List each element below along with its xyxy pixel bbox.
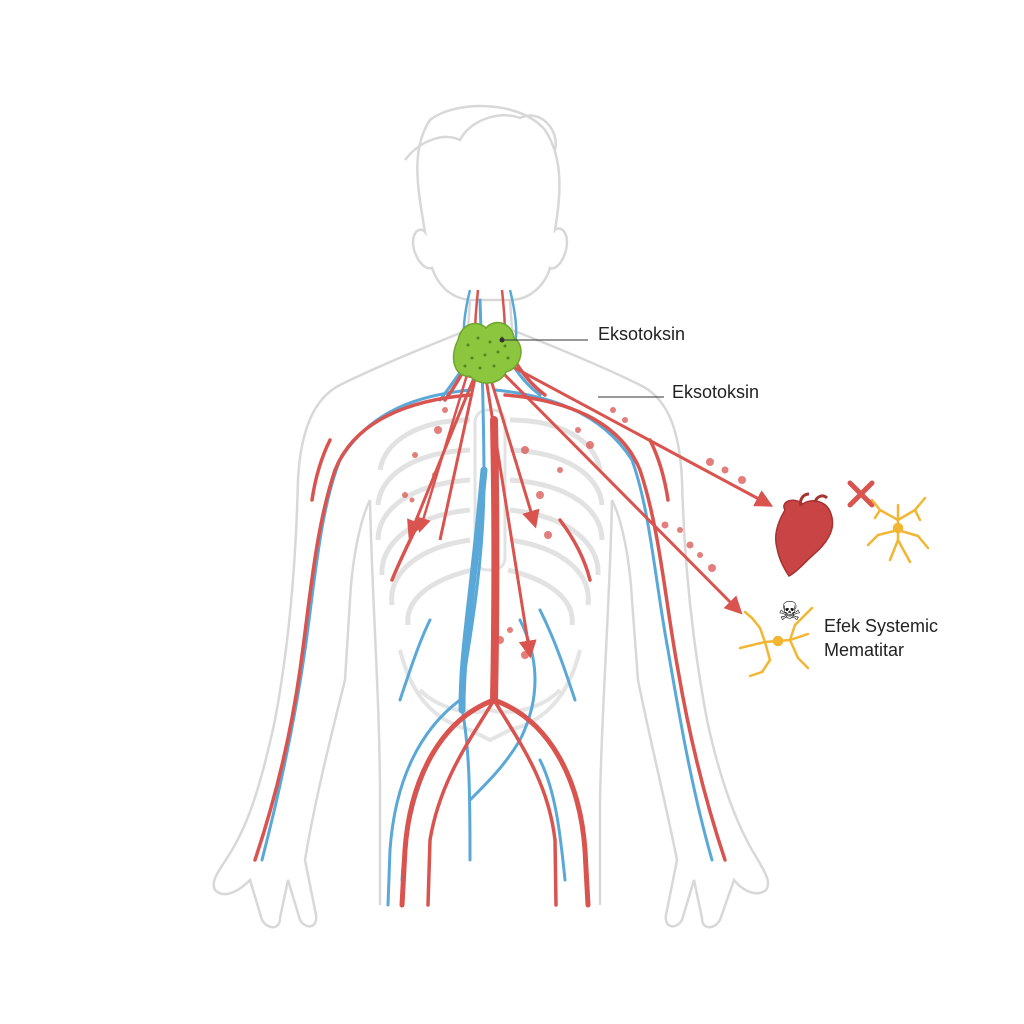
- arrow-to-nerves: [493, 363, 743, 615]
- cross-mark-icon: [847, 480, 875, 508]
- nerve-icon-2: [738, 606, 814, 678]
- arrow-to-right-chest: [486, 369, 540, 529]
- nerve-icon: [866, 496, 930, 564]
- body-outline: [212, 104, 770, 929]
- label-systemic-effect-line1: Efek Systemic: [824, 616, 939, 636]
- head-outline-icon: [411, 104, 569, 302]
- heart-icon: [774, 492, 834, 577]
- arteries: [253, 328, 727, 908]
- label-systemic-effect: Efek Systemic Mematitar: [824, 614, 938, 662]
- arrow-down-left: [416, 364, 472, 533]
- throat-infection-blob-icon: [452, 321, 522, 384]
- label-toxin-source: Eksotoksin: [598, 324, 686, 344]
- skull-icon: ☠: [778, 596, 802, 626]
- toxin-arrows: [407, 358, 774, 659]
- pelvis: [398, 649, 582, 743]
- arrow-to-abdomen: [483, 371, 537, 659]
- label-toxin-spread: Eksotoksin: [672, 382, 760, 402]
- label-systemic-effect-line2: Mematitar: [824, 640, 905, 660]
- arrow-to-heart: [499, 358, 774, 507]
- arrow-up-left: [438, 361, 484, 541]
- rib-cage: [375, 408, 605, 626]
